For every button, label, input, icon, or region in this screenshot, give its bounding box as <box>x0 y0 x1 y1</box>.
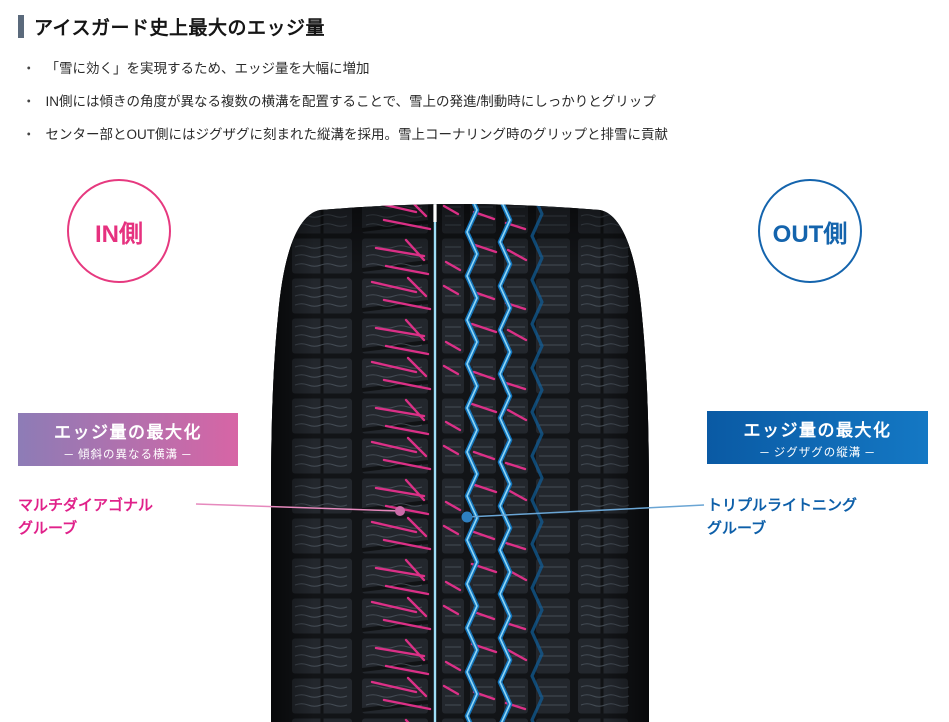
right-caption-line2: グルーブ <box>707 520 767 538</box>
left-callout-title: エッジ量の最大化 <box>54 422 202 442</box>
in-side-badge: IN側 <box>67 179 171 283</box>
left-callout-subtitle: ─ 傾斜の異なる横溝 ─ <box>64 448 192 461</box>
left-caption-line2: グルーブ <box>18 520 78 538</box>
bullet-text: センター部とOUT側にはジグザグに刻まれた縦溝を採用。雪上コーナリング時のグリッ… <box>45 126 669 142</box>
left-callout-box: エッジ量の最大化 ─ 傾斜の異なる横溝 ─ <box>18 413 238 466</box>
right-callout-title: エッジ量の最大化 <box>743 420 892 440</box>
left-caption: マルチダイアゴナル グルーブ <box>18 494 153 541</box>
right-callout-subtitle: ─ ジグザグの縦溝 ─ <box>760 446 875 459</box>
header-accent-bar <box>18 15 24 38</box>
bullet-marker: ・ <box>22 61 36 76</box>
bullet-item: ・ IN側には傾きの角度が異なる複数の横溝を配置することで、雪上の発進/制動時に… <box>22 94 922 111</box>
bullet-list: ・ 「雪に効く」を実現するため、エッジ量を大幅に増加 ・ IN側には傾きの角度が… <box>22 61 922 160</box>
left-caption-line1: マルチダイアゴナル <box>18 497 154 514</box>
bullet-item: ・ センター部とOUT側にはジグザグに刻まれた縦溝を採用。雪上コーナリング時のグ… <box>22 127 922 144</box>
right-caption-line1: トリプルライトニング <box>707 497 858 514</box>
right-caption: トリプルライトニング グルーブ <box>707 494 857 541</box>
in-side-label: IN側 <box>95 220 143 248</box>
bullet-marker: ・ <box>22 93 36 109</box>
out-side-label: OUT側 <box>772 220 848 248</box>
bullet-text: 「雪に効く」を実現するため、エッジ量を大幅に増加 <box>45 61 370 76</box>
right-callout-box: エッジ量の最大化 ─ ジグザグの縦溝 ─ <box>707 411 928 464</box>
out-side-badge: OUT側 <box>758 179 862 283</box>
page-title: アイスガード史上最大のエッジ量 <box>34 18 325 39</box>
section-header: アイスガード史上最大のエッジ量 <box>18 13 325 40</box>
bullet-marker: ・ <box>22 126 36 142</box>
bullet-item: ・ 「雪に効く」を実現するため、エッジ量を大幅に増加 <box>22 61 922 78</box>
bullet-text: IN側には傾きの角度が異なる複数の横溝を配置することで、雪上の発進/制動時にしっ… <box>45 93 656 109</box>
tire-tread-image <box>271 204 649 722</box>
